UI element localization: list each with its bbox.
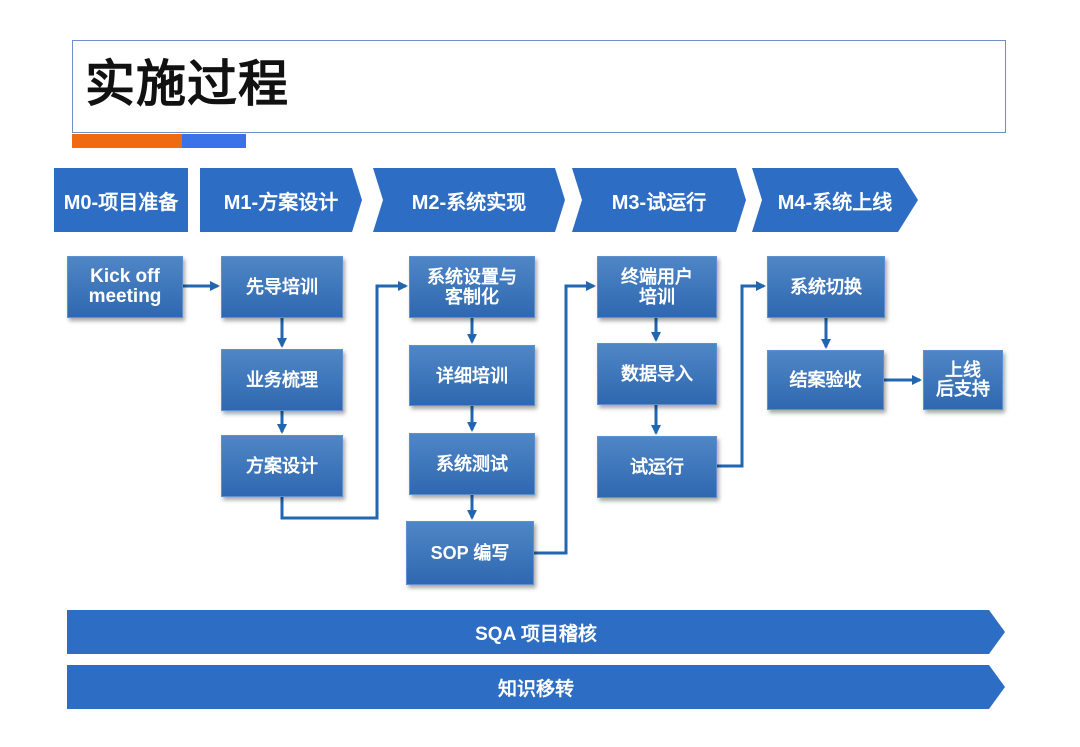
title-underline-orange [72,134,182,148]
band-knowledge-transfer: 知识移转 [67,665,1005,709]
step-yewu-shuli: 业务梳理 [221,349,343,411]
step-jiean-yanshou: 结案验收 [767,350,884,410]
step-shuju-daoru: 数据导入 [597,343,717,405]
step-xiangxi-peixun-label: 详细培训 [436,365,508,386]
step-xitong-shezhi-label: 系统设置与 客制化 [427,267,517,307]
phase-m3: M3-试运行 [572,168,746,232]
step-xitong-qiehuan-label: 系统切换 [790,277,862,297]
step-jiean-yanshou-label: 结案验收 [789,370,862,390]
step-shiyunxing: 试运行 [597,436,717,498]
band-sqa-audit-label: SQA 项目稽核 [475,623,597,645]
step-sop-bianxie: SOP 编写 [406,521,534,585]
step-sop-bianxie-label: SOP 编写 [430,543,510,563]
band-knowledge-transfer-label: 知识移转 [497,678,574,700]
step-xitong-ceshi-label: 系统测试 [436,454,508,474]
step-xitong-shezhi: 系统设置与 客制化 [409,256,535,318]
phase-m0: M0-项目准备 [54,168,188,232]
phase-m2-shape [373,168,565,232]
step-xiandao-peixun-label: 先导培训 [246,277,318,297]
band-sqa-audit: SQA 项目稽核 [67,610,1005,654]
phase-m4-shape [752,168,918,232]
phase-m3-label: M3-试运行 [611,191,707,214]
step-shangxian-houzhichi: 上线 后支持 [923,350,1003,410]
band-knowledge-transfer-shape [67,665,1005,709]
step-zhongduan-peixun-label: 终端用户 培训 [621,267,693,307]
title-box: 实施过程 [72,40,1006,133]
phase-m4: M4-系统上线 [752,168,918,232]
title-underline-blue [182,134,246,148]
phase-m2-label: M2-系统实现 [411,191,527,214]
page-title: 实施过程 [85,56,289,112]
phase-m0-shape [54,168,188,232]
step-xiangxi-peixun: 详细培训 [409,345,535,406]
arrow-sop-to-zhongduan [534,281,596,555]
phase-m3-shape [572,168,746,232]
phase-m1-shape [200,168,362,232]
step-shiyunxing-label: 试运行 [630,457,684,477]
arrow-shiyunxing-to-qiehuan [717,281,766,468]
arrow-fangan-to-xitongshezhi [280,281,408,520]
step-shuju-daoru-label: 数据导入 [621,364,693,384]
step-xiandao-peixun: 先导培训 [221,256,343,318]
phase-m2: M2-系统实现 [373,168,565,232]
step-xitong-ceshi: 系统测试 [409,433,535,495]
step-kickoff-meeting: Kick off meeting [67,256,183,318]
step-fangan-sheji-label: 方案设计 [246,456,318,476]
step-shangxian-houzhichi-label: 上线 后支持 [936,360,990,399]
phase-m1: M1-方案设计 [200,168,362,232]
step-fangan-sheji: 方案设计 [221,435,343,497]
step-kickoff-meeting-label: Kick off meeting [88,266,162,307]
phase-m4-label: M4-系统上线 [777,191,893,214]
phase-m0-label: M0-项目准备 [63,191,179,214]
step-xitong-qiehuan: 系统切换 [767,256,885,318]
phase-m1-label: M1-方案设计 [223,191,339,214]
band-sqa-audit-shape [67,610,1005,654]
step-yewu-shuli-label: 业务梳理 [246,370,318,390]
step-zhongduan-peixun: 终端用户 培训 [597,256,717,318]
